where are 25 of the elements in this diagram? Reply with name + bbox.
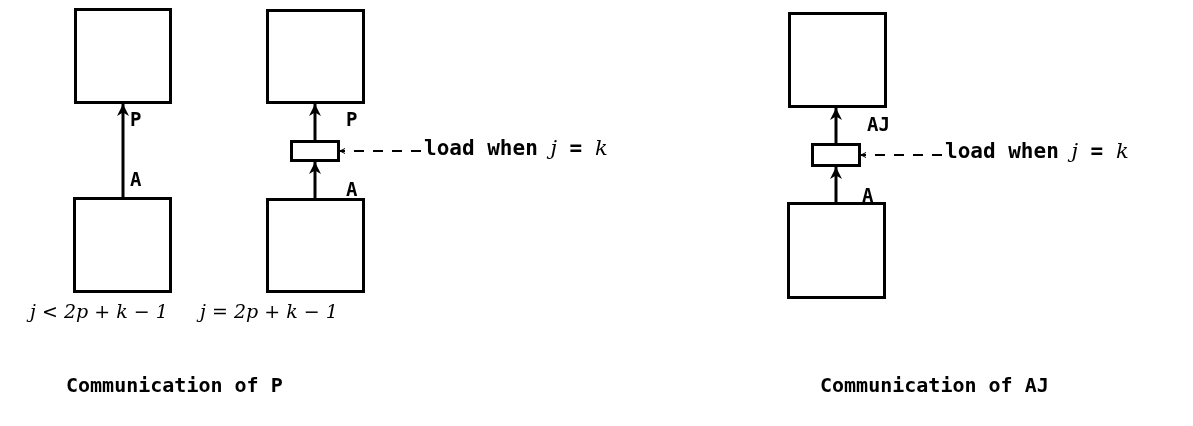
block-box <box>788 12 887 108</box>
annotation-text: load when j = k <box>424 136 608 160</box>
signal-label: AJ <box>867 113 890 135</box>
annotation-text: load when j = k <box>945 139 1129 163</box>
block-box <box>266 198 365 293</box>
arrow <box>309 162 321 198</box>
arrow <box>830 108 842 143</box>
arrow <box>309 104 321 140</box>
arrow <box>830 167 842 202</box>
register-box <box>811 143 861 167</box>
signal-label: A <box>346 178 358 200</box>
signal-label: P <box>130 108 142 130</box>
block-box <box>74 8 172 104</box>
arrow <box>117 104 129 197</box>
block-box <box>266 9 365 104</box>
signal-label: A <box>862 184 874 206</box>
signal-label: P <box>346 108 358 130</box>
caption-text: Communication of P <box>66 374 283 396</box>
caption-text: Communication of AJ <box>820 374 1049 396</box>
register-box <box>290 140 340 162</box>
block-box <box>787 202 886 299</box>
block-box <box>73 197 172 293</box>
dashed-arrow <box>860 152 943 158</box>
signal-label: A <box>130 168 142 190</box>
dashed-arrow <box>339 148 422 154</box>
